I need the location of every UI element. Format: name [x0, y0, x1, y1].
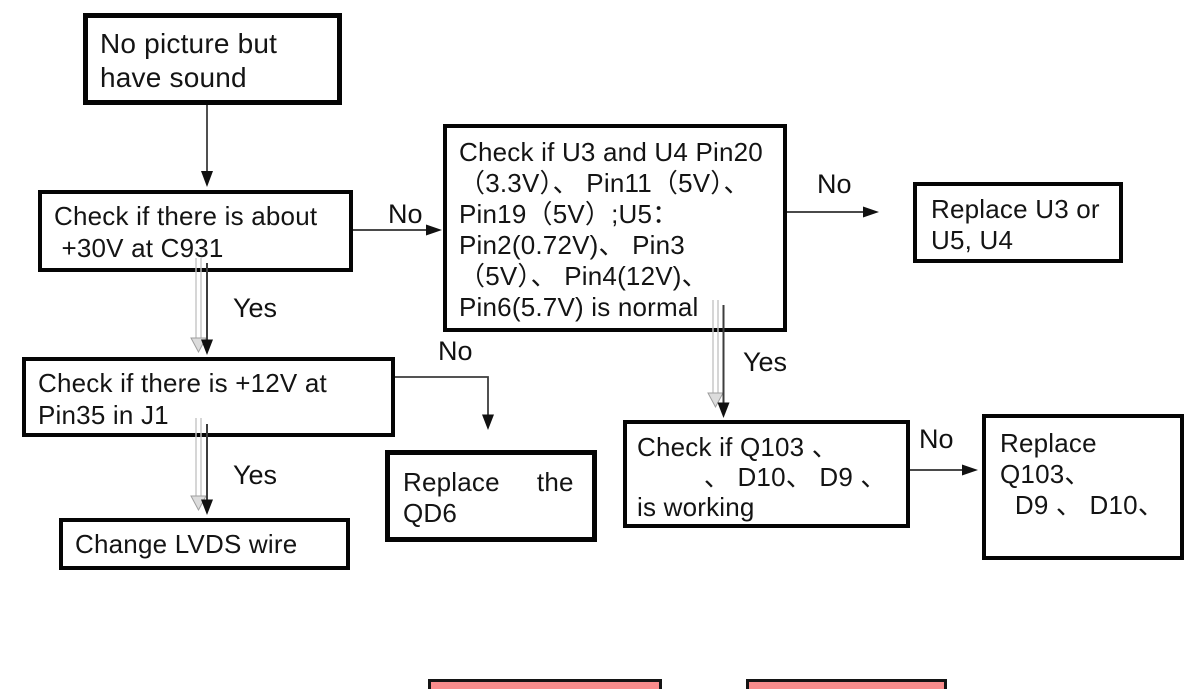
edge-label-no-q103: No	[919, 424, 954, 454]
node-check-30v-c931: Check if there is about +30V at C931	[38, 190, 353, 272]
connector-q103-no-to-replace	[910, 464, 978, 476]
connector-pin35-no-to-qd6	[395, 376, 494, 430]
edge-label-yes-c931: Yes	[233, 293, 278, 323]
connector-c931-yes-to-pin35	[190, 258, 213, 355]
node-replace-qd6: Replace the QD6	[385, 450, 597, 542]
node-replace-q103-d9-d10: Replace Q103、 D9 、 D10、	[982, 414, 1184, 560]
node-change-lvds-wire: Change LVDS wire	[59, 518, 350, 570]
edge-label-no-pin35: No	[438, 336, 473, 366]
node-no-picture-but-have-sound: No picture but have sound	[83, 13, 342, 105]
connector-start-to-c931	[201, 105, 213, 187]
node-replace-u3-u5-u4: Replace U3 or U5, U4	[913, 182, 1123, 263]
edge-label-yes-pin35: Yes	[233, 460, 278, 490]
edge-label-no-u3u4: No	[817, 169, 852, 199]
connector-u3u4-no-to-replace	[787, 206, 879, 218]
highlight-box-right	[746, 679, 947, 689]
edge-label-no-c931: No	[388, 199, 423, 229]
node-check-q103-d10-d9: Check if Q103 、 、 D10、 D9 、 is working	[623, 420, 910, 528]
highlight-box-left	[428, 679, 662, 689]
edge-label-yes-u3u4: Yes	[743, 347, 788, 377]
node-check-12v-pin35-j1: Check if there is +12V at Pin35 in J1	[22, 357, 395, 437]
node-check-u3-u4-pins: Check if U3 and U4 Pin20 （3.3V）、 Pin11（5…	[443, 124, 787, 332]
